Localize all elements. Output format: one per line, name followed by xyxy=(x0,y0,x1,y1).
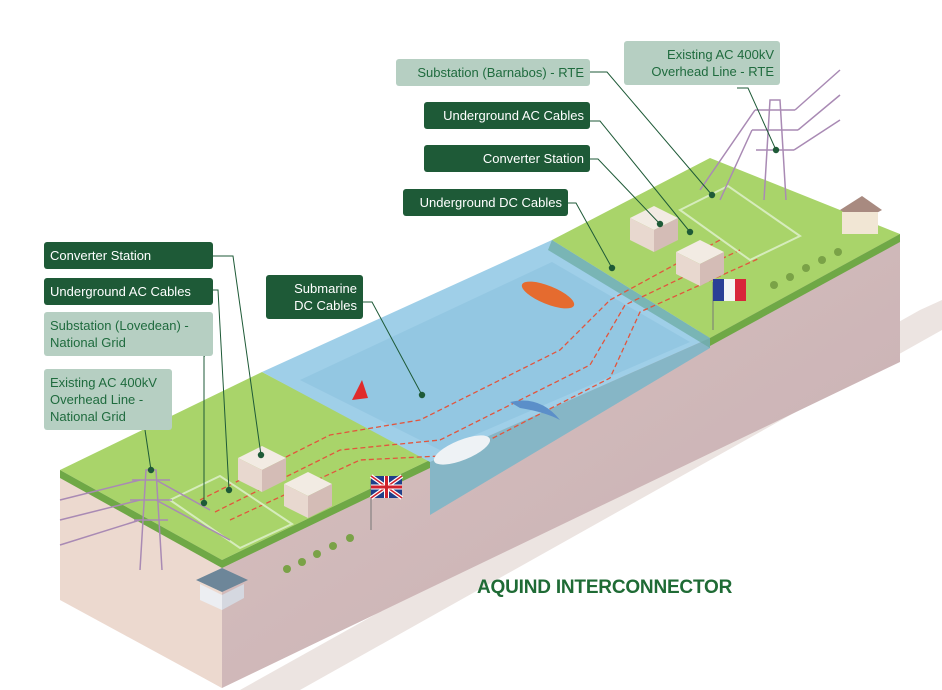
label-fr-converter-station: Converter Station xyxy=(424,145,590,172)
uk-house xyxy=(196,568,248,610)
sailboat xyxy=(352,380,368,400)
water-deep xyxy=(300,262,690,450)
label-uk-underground-ac-cables: Underground AC Cables xyxy=(44,278,213,305)
label-uk-overhead-line: Existing AC 400kV Overhead Line - Nation… xyxy=(44,369,172,430)
label-fr-substation: Substation (Barnabos) - RTE xyxy=(396,59,590,86)
fr-house xyxy=(840,196,882,234)
dolphin xyxy=(510,400,560,420)
fr-pylon xyxy=(699,69,841,201)
label-fr-overhead-line: Existing AC 400kV Overhead Line - RTE xyxy=(624,41,780,85)
soil-right-face xyxy=(222,234,900,688)
water-bank xyxy=(430,338,710,515)
fr-land-edge xyxy=(710,234,900,346)
trees xyxy=(283,248,842,573)
france-flag xyxy=(712,279,746,330)
diagram-title: AQUIND INTERCONNECTOR xyxy=(477,577,733,598)
uk-land-edge xyxy=(60,470,222,568)
cruise-ship xyxy=(433,435,491,465)
label-fr-underground-dc-cables: Underground DC Cables xyxy=(403,189,568,216)
united-kingdom-flag xyxy=(369,474,404,530)
tanker-ship xyxy=(521,281,575,309)
soil-left-face-2 xyxy=(60,470,222,688)
fr-converter-station xyxy=(630,206,724,286)
fr-shore xyxy=(548,240,710,348)
leader-dots xyxy=(147,146,780,507)
label-uk-converter-station: Converter Station xyxy=(44,242,213,269)
label-submarine-dc-cables: Submarine DC Cables xyxy=(266,275,363,319)
label-uk-substation: Substation (Lovedean) - National Grid xyxy=(44,312,213,356)
leader-lines xyxy=(144,71,777,503)
label-fr-underground-ac-cables: Underground AC Cables xyxy=(424,102,590,129)
fr-land xyxy=(552,158,900,338)
